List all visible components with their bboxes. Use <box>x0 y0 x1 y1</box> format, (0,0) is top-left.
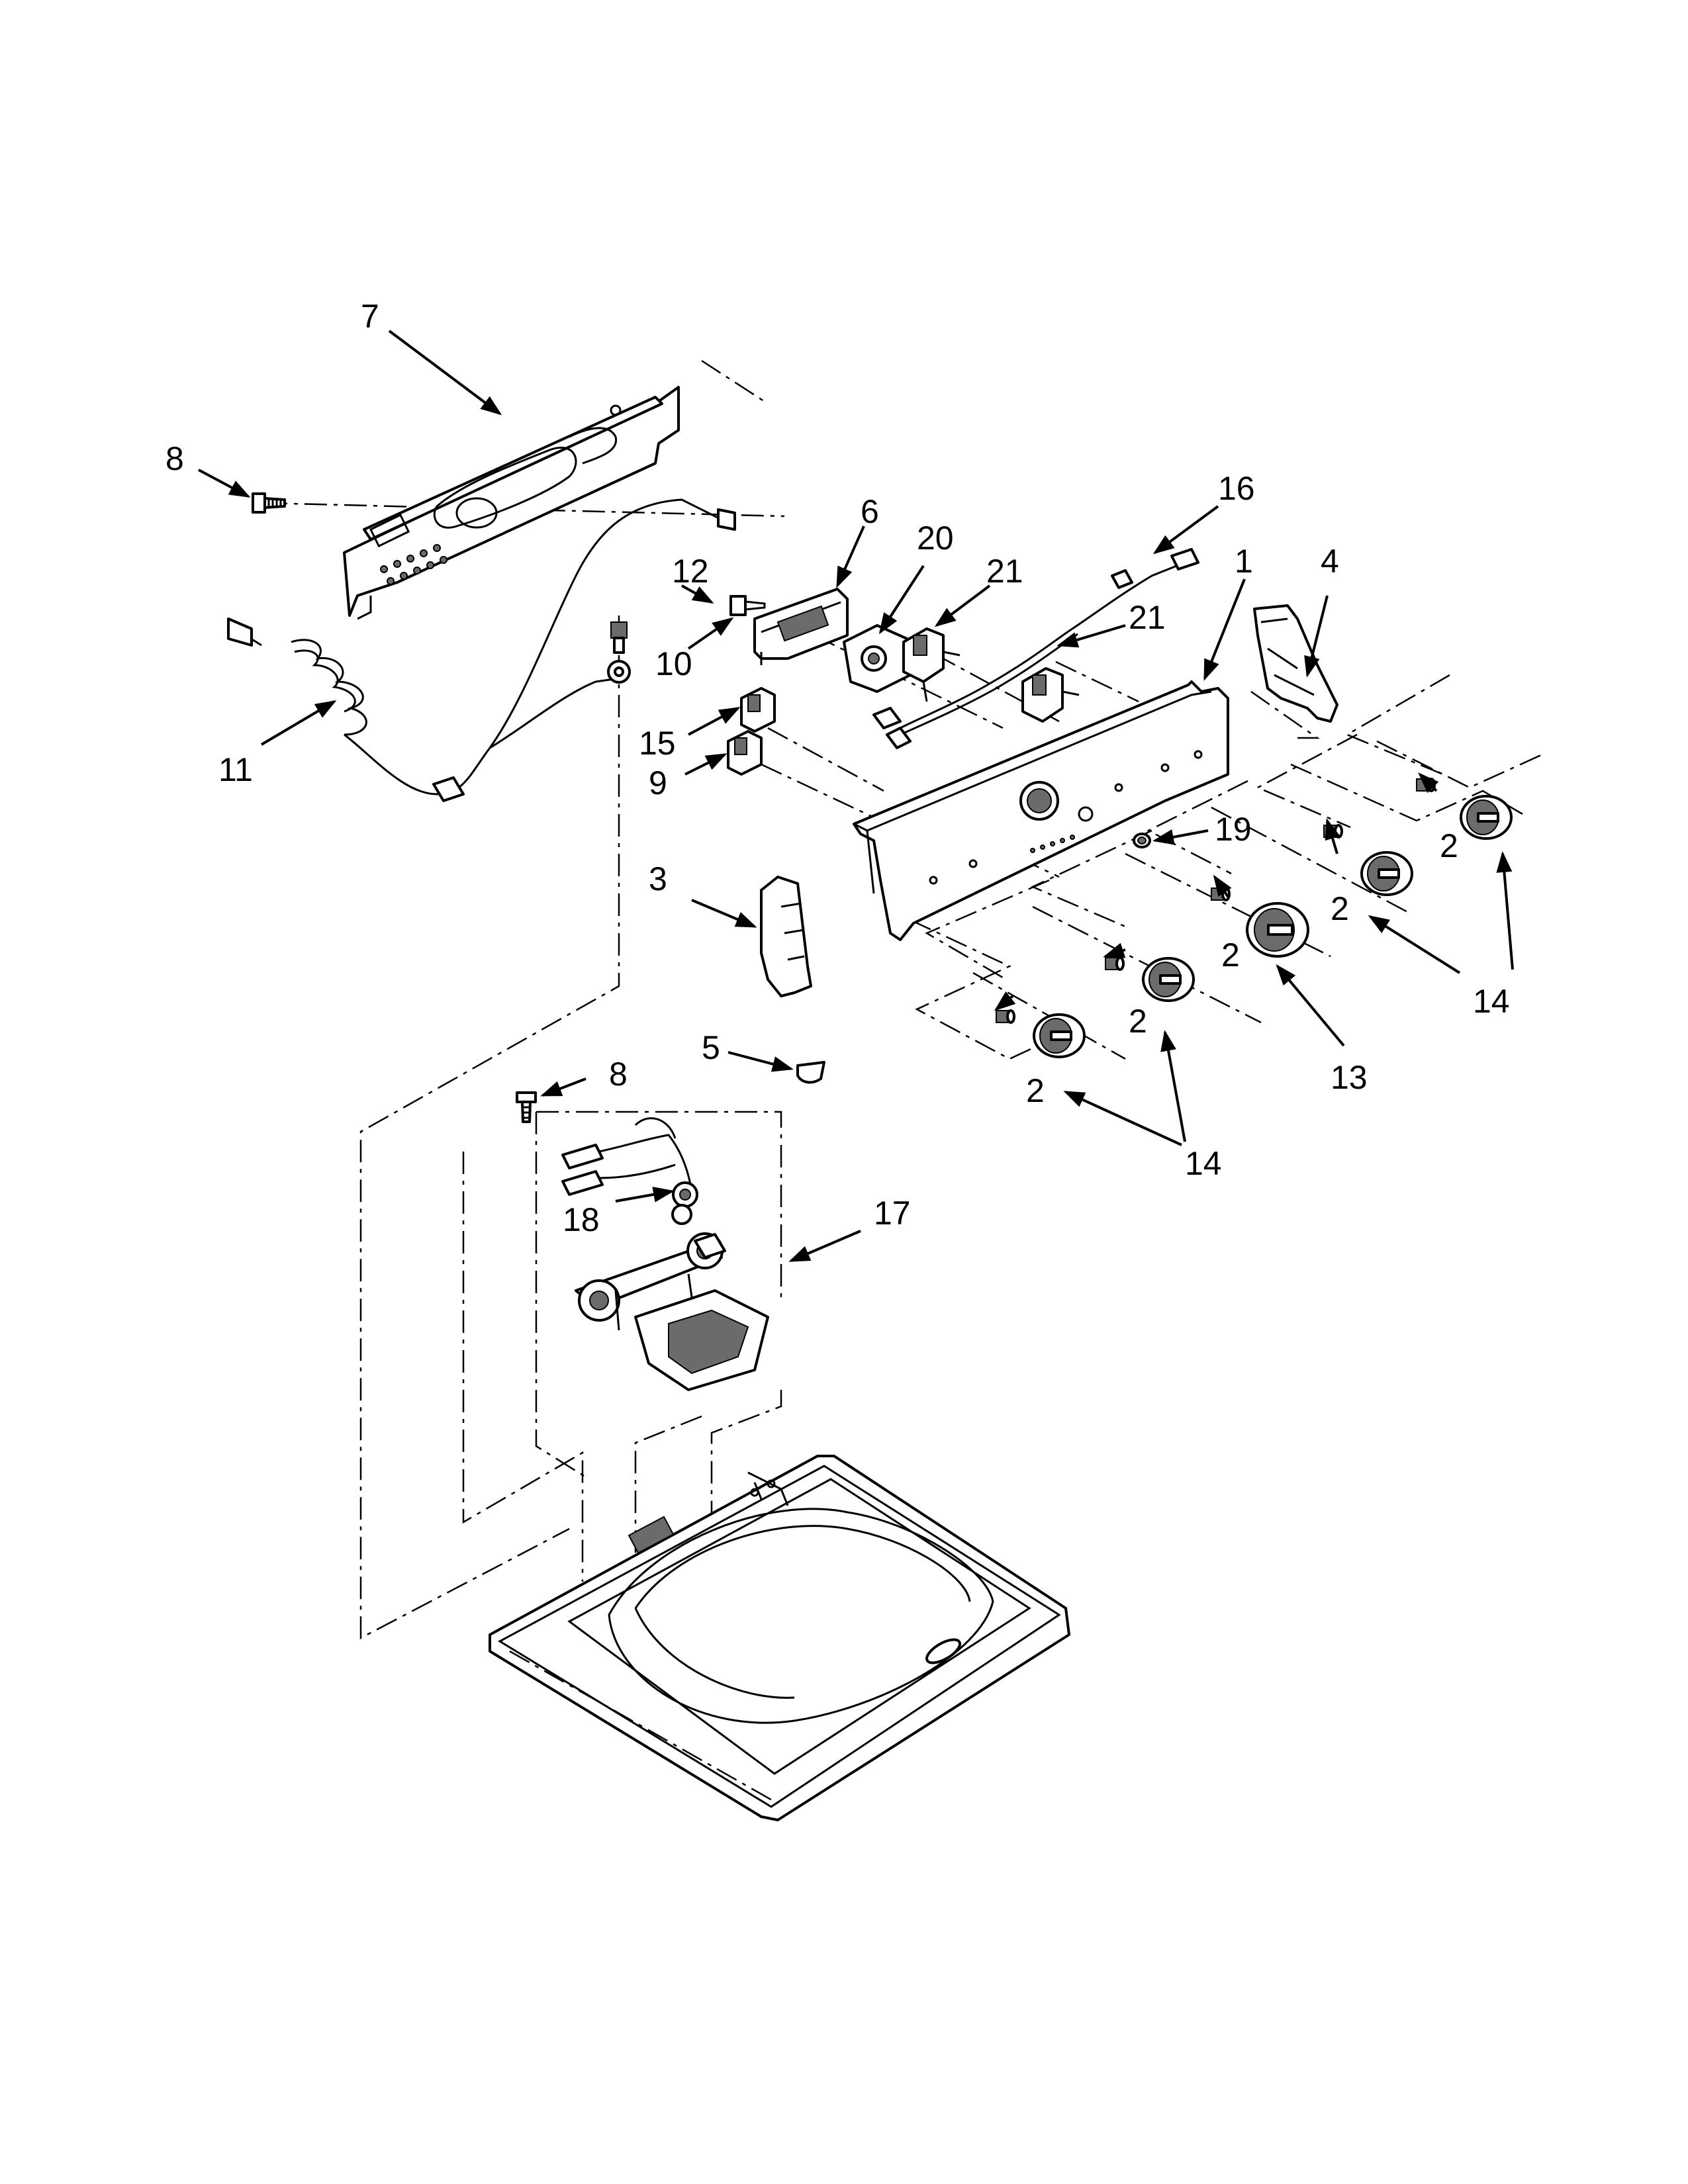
screw-10 <box>729 595 766 616</box>
end-cap-right <box>1253 604 1338 723</box>
wire-harness <box>872 548 1199 749</box>
callout-8-lower: 8 <box>609 1056 628 1093</box>
electronic-control <box>753 588 849 665</box>
rotary-switch-left <box>902 627 961 702</box>
callout-2-knob4: 2 <box>1331 890 1349 927</box>
callout-labels: 7 8 6 16 20 21 21 1 4 12 10 11 15 9 19 3… <box>165 298 1510 1238</box>
callout-8-upper: 8 <box>165 440 184 477</box>
valve-harness <box>561 1117 698 1225</box>
callout-15: 15 <box>639 725 676 762</box>
nut-19 <box>1133 833 1151 848</box>
clip-5 <box>796 1061 825 1084</box>
rotary-switch-right <box>1021 667 1080 723</box>
screw-upper <box>252 492 286 514</box>
callout-17: 17 <box>874 1195 911 1232</box>
callout-7: 7 <box>361 298 379 335</box>
ground-screw <box>607 621 631 684</box>
knob-4 <box>1360 851 1413 896</box>
end-cap-left <box>760 876 812 997</box>
callout-5: 5 <box>702 1029 720 1066</box>
callout-9: 9 <box>649 764 667 801</box>
callout-10: 10 <box>655 645 692 682</box>
callout-2-knob5: 2 <box>1440 827 1458 864</box>
vent-grid <box>380 544 447 585</box>
switch-9 <box>727 730 763 776</box>
callout-3: 3 <box>649 860 667 897</box>
callout-4: 4 <box>1321 543 1339 580</box>
callout-18: 18 <box>563 1201 600 1238</box>
callout-2-knob1: 2 <box>1026 1072 1045 1109</box>
callout-13: 13 <box>1331 1059 1368 1096</box>
knob-holder <box>843 624 912 693</box>
callout-14-lower: 14 <box>1185 1145 1222 1182</box>
knob-5 <box>1460 795 1513 840</box>
power-cord <box>227 498 736 802</box>
callout-2-knob3: 2 <box>1221 936 1240 974</box>
indicator-lights <box>1030 835 1075 853</box>
cabinet-top <box>489 1455 1070 1821</box>
console <box>853 680 1229 941</box>
switch-15 <box>740 687 776 733</box>
knob-2 <box>1142 957 1195 1002</box>
callout-21-left: 21 <box>986 553 1023 590</box>
leader-lines <box>198 330 1514 1262</box>
callout-1: 1 <box>1235 543 1253 580</box>
callout-12: 12 <box>672 553 709 590</box>
callout-14-upper: 14 <box>1473 983 1510 1020</box>
water-inlet-valve <box>575 1232 769 1391</box>
knob-3 <box>1246 902 1309 958</box>
control-knobs <box>1033 795 1513 1058</box>
callout-2-knob2: 2 <box>1129 1003 1147 1040</box>
callout-20: 20 <box>917 520 954 557</box>
console-back-panel <box>343 386 680 620</box>
callout-16: 16 <box>1218 470 1255 507</box>
callout-6: 6 <box>861 493 879 530</box>
callout-11: 11 <box>218 751 253 788</box>
callout-19: 19 <box>1215 811 1252 848</box>
screw-lower <box>516 1091 537 1123</box>
callout-21-right: 21 <box>1129 599 1166 636</box>
knob-1 <box>1033 1013 1086 1058</box>
